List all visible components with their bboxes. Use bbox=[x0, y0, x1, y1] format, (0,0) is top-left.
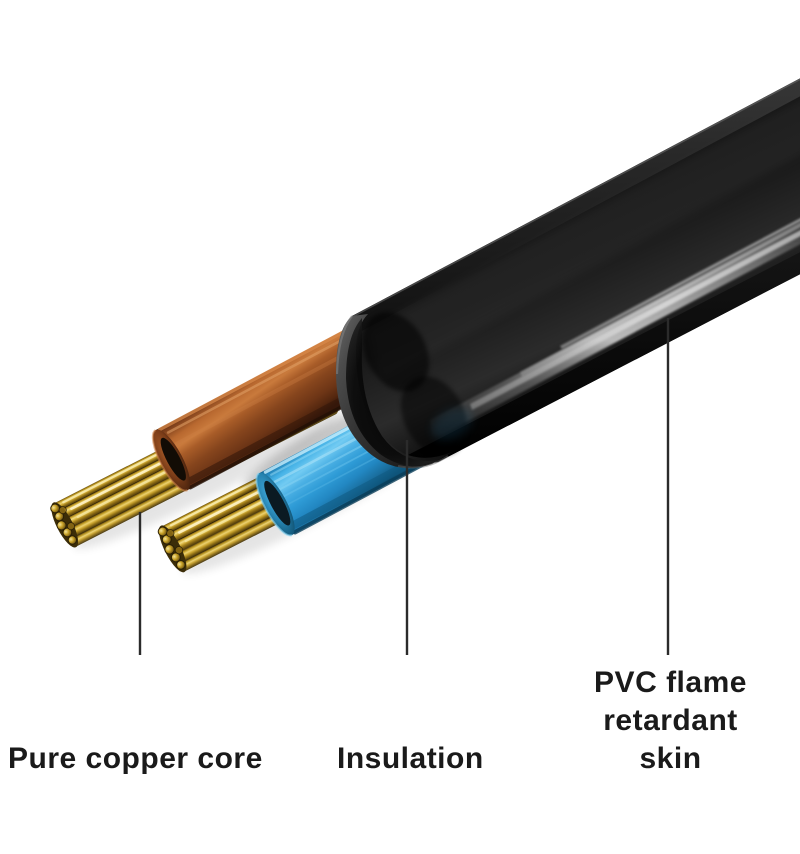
brown-insulation-end-face bbox=[151, 429, 191, 492]
blue-reflection-on-sheath bbox=[431, 407, 473, 441]
cable-illustration bbox=[50, 78, 800, 655]
callout-text-pure-copper-core: Pure copper core bbox=[8, 742, 263, 775]
copper-strand-end-face-1 bbox=[50, 502, 79, 548]
sheath-upper-sheen bbox=[366, 99, 800, 382]
callout-label-pure-copper-core: Pure copper core bbox=[8, 664, 263, 854]
callout-label-insulation: Insulation bbox=[337, 664, 484, 854]
sheath-cut-end bbox=[335, 312, 468, 469]
pvc-outer-sheath bbox=[335, 78, 800, 469]
callout-label-pvc-flame-retardant-skin: PVC flame retardant skin bbox=[568, 664, 773, 778]
blue-insulation-end-face bbox=[255, 472, 295, 537]
sheath-bottom-bevel bbox=[406, 252, 800, 464]
callout-text-insulation: Insulation bbox=[337, 742, 484, 775]
sheath-top-bevel bbox=[352, 78, 800, 334]
callout-text-pvc-line2: retardant skin bbox=[603, 704, 738, 775]
sheath-top-edge-line bbox=[351, 78, 800, 318]
cavity-shadow-brown bbox=[362, 312, 430, 392]
cable-diagram-canvas: Pure copper core Insulation PVC flame re… bbox=[8, 78, 800, 778]
callout-leader-lines bbox=[138, 318, 670, 655]
sheath-specular-highlight bbox=[430, 218, 800, 440]
copper-strand-end-face-2 bbox=[157, 525, 187, 573]
callout-text-pvc-line1: PVC flame bbox=[594, 666, 747, 699]
sheath-inner-cavity bbox=[346, 318, 438, 466]
